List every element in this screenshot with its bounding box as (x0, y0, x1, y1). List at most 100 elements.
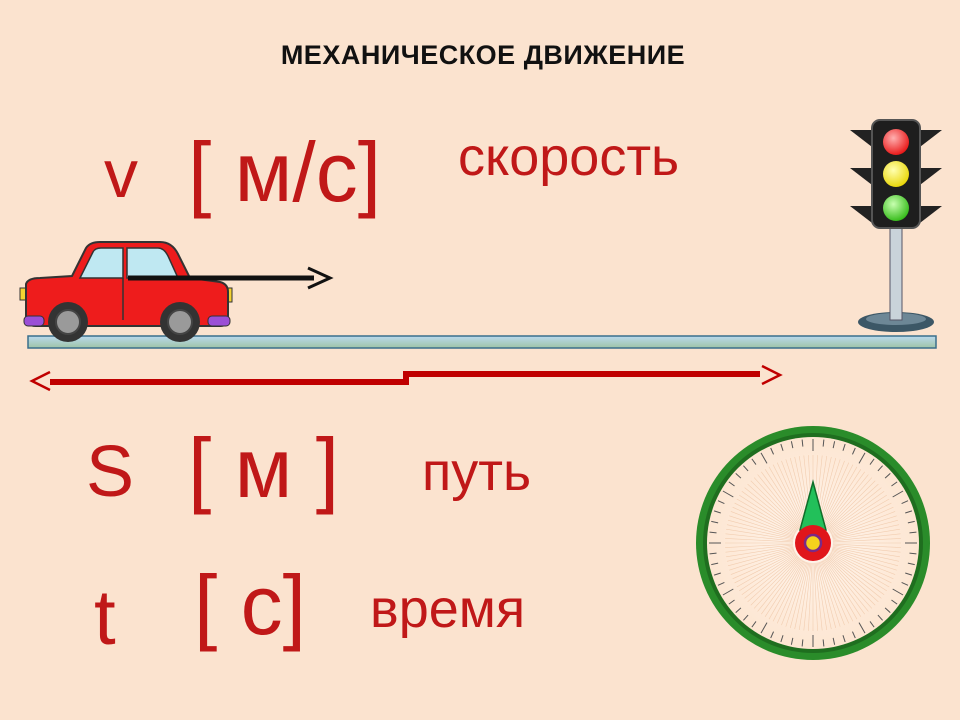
dial-tick (801, 439, 804, 447)
dial-tick (770, 631, 775, 639)
dial-ray (798, 562, 811, 630)
dial-ray (781, 460, 807, 525)
velocity-unit: [ м/с] (188, 125, 382, 219)
dial-ray (739, 494, 797, 533)
dial-ray (831, 515, 897, 538)
dial-tick (901, 581, 909, 586)
dial-tick (851, 447, 856, 455)
dial-tick (832, 441, 836, 449)
dial-ray (757, 558, 801, 612)
dial-ray (827, 483, 879, 530)
dial-ray (823, 469, 862, 527)
dial-ray (764, 469, 803, 527)
dial-tick (743, 614, 749, 621)
dial-ray (830, 552, 890, 588)
dial-ray (831, 550, 894, 580)
dial-ray (830, 551, 892, 584)
dial-tick (790, 441, 794, 449)
dial-ray (726, 528, 794, 541)
dial-tick (717, 500, 725, 505)
dial-ray (744, 487, 798, 531)
distance-arrow-icon (29, 364, 783, 392)
velocity-arrow-icon (128, 266, 334, 290)
dial-tick (891, 481, 898, 487)
dial-ray (772, 464, 805, 526)
dial-tick (905, 572, 913, 576)
dial-tick (905, 510, 913, 514)
dial-tick (780, 443, 784, 451)
dial-ray (727, 519, 794, 539)
dial-ray (750, 480, 800, 530)
distance-label: путь (422, 442, 532, 502)
dial-ray (819, 460, 845, 525)
dial-ray (776, 561, 806, 624)
dial-tick (735, 607, 742, 613)
dial-ray (794, 562, 810, 630)
dial-ray (726, 546, 794, 562)
dial-tick (884, 607, 891, 613)
dial-tick (877, 614, 883, 621)
velocity-symbol: v (104, 136, 138, 212)
time-symbol: t (94, 573, 116, 661)
dial-ray (726, 524, 794, 540)
dial-ray (820, 561, 850, 624)
dial-tick (822, 639, 825, 647)
dial-ray (830, 498, 890, 534)
dial-tick (722, 490, 734, 498)
dial-tick (832, 637, 836, 645)
dial-ray (727, 547, 794, 567)
dial-ray (730, 549, 795, 575)
dial-tick (842, 635, 846, 643)
dial-ray (753, 557, 800, 609)
dial-tick (869, 621, 875, 628)
dial-tick (743, 465, 749, 472)
dial-ray (772, 560, 805, 622)
dial-ray (785, 459, 808, 525)
dial-ray (725, 543, 794, 548)
dial-ray (828, 487, 882, 531)
dial-tick (909, 531, 917, 534)
dial-tick (892, 588, 904, 596)
road (27, 335, 937, 349)
dial-tick (891, 599, 898, 605)
dial-ray (744, 555, 798, 599)
dial-tick (858, 622, 866, 634)
dial-tick (713, 572, 721, 576)
dial-tick (858, 452, 866, 464)
dial-ray (822, 466, 858, 526)
stopwatch-icon (696, 426, 930, 660)
dial-tick (801, 639, 804, 647)
dial-ray (832, 519, 899, 539)
dial-ray (827, 556, 879, 603)
dial-ray (826, 480, 876, 530)
dial-ray (729, 515, 795, 538)
dial-ray (736, 498, 796, 534)
distance-symbol: S (86, 432, 135, 512)
dial-tick (722, 588, 734, 596)
dial-ray (826, 556, 876, 606)
dial-tick (884, 473, 891, 479)
dial-ray (747, 556, 799, 603)
dial-ray (789, 562, 809, 629)
dial-ray (813, 562, 818, 631)
dial-tick (735, 473, 742, 479)
dial-ray (832, 545, 900, 558)
dial-ray (824, 559, 865, 615)
dial-ray (831, 549, 896, 575)
dial-ray (776, 462, 806, 525)
dial-ray (815, 562, 828, 630)
dial-ray (819, 561, 845, 626)
dial-tick (760, 452, 768, 464)
dial-ray (730, 511, 795, 537)
dial-tick (877, 465, 883, 472)
dial-ray (803, 562, 812, 631)
dial-ray (818, 561, 841, 627)
dial-ray (785, 561, 808, 627)
dial-ray (829, 553, 887, 592)
dial-tick (780, 635, 784, 643)
dial-ray (816, 562, 832, 630)
dial-ray (832, 546, 900, 562)
dial-tick (709, 552, 717, 555)
dial-ray (761, 559, 802, 615)
